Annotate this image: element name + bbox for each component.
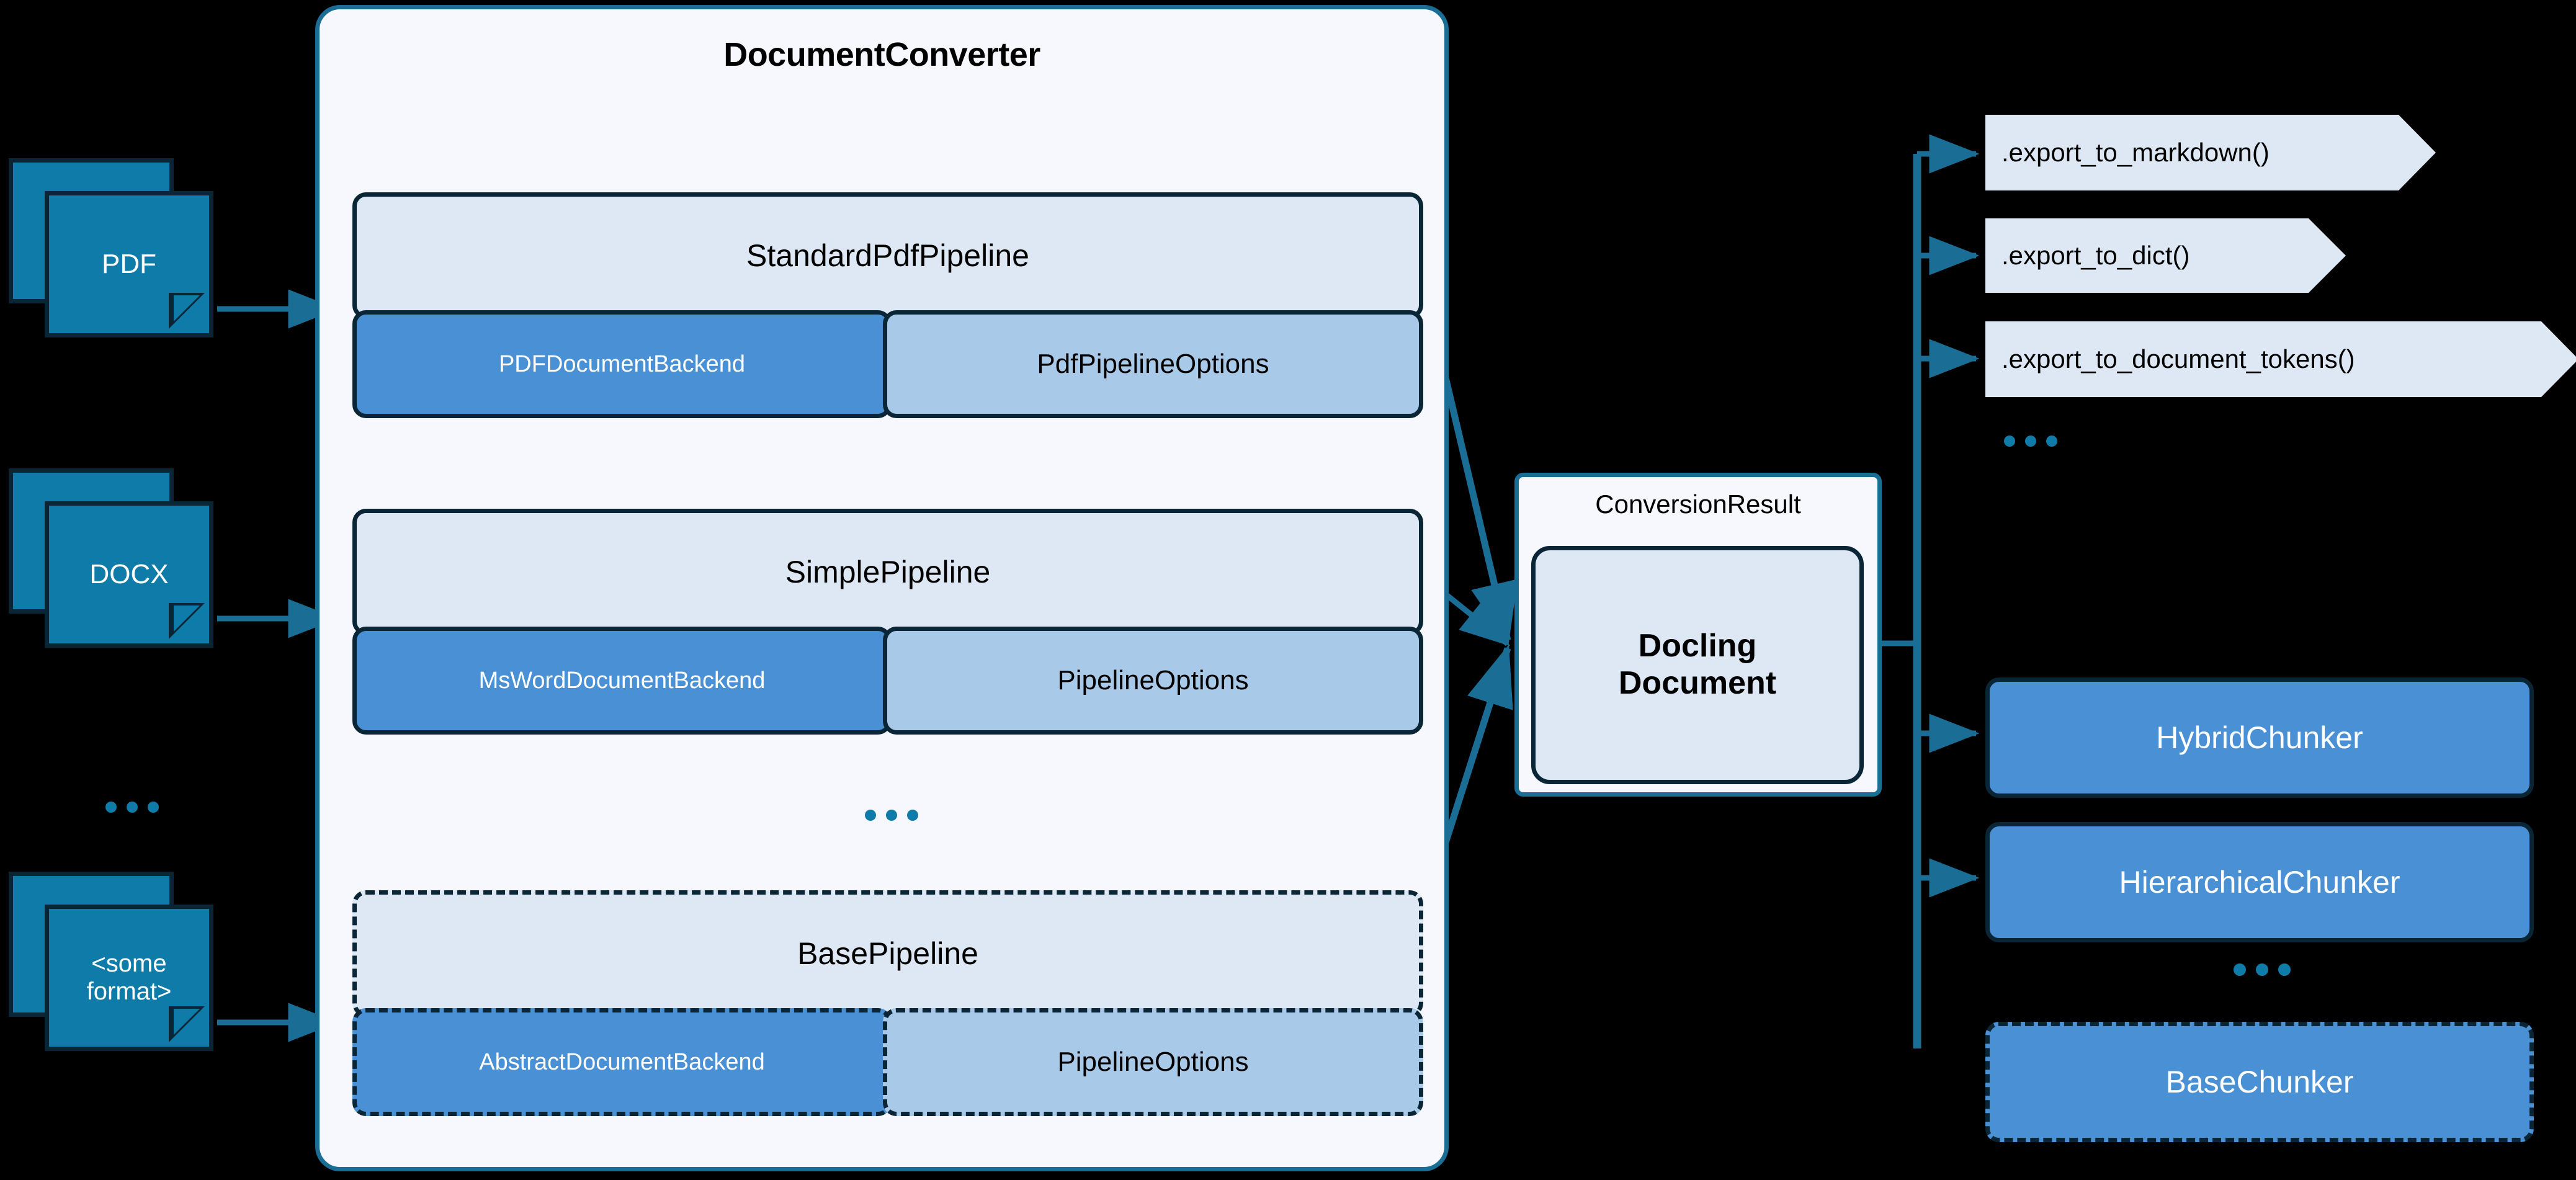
export-chevron-document-tokens[interactable]: .export_to_document_tokens(): [1985, 321, 2576, 397]
pipeline-header-basepipeline[interactable]: BasePipeline: [352, 890, 1423, 1017]
input-doc-docx[interactable]: DOCX: [9, 468, 226, 648]
chunker-hybridchunker[interactable]: HybridChunker: [1985, 677, 2534, 798]
options-pipelineoptions-abstract[interactable]: PipelineOptions: [883, 1008, 1423, 1116]
input-ellipsis: [105, 802, 159, 813]
chunker-ellipsis: [2234, 963, 2291, 976]
chunker-label: BaseChunker: [2165, 1065, 2354, 1099]
pipeline-name: SimplePipeline: [785, 555, 991, 589]
export-label: .export_to_dict(): [2001, 241, 2190, 270]
export-chevron-dict[interactable]: .export_to_dict(): [1985, 218, 2346, 293]
input-label: PDF: [102, 249, 156, 280]
pipeline-header-standardpdfpipeline[interactable]: StandardPdfPipeline: [352, 192, 1423, 319]
conversion-result-label: ConversionResult: [1595, 489, 1801, 519]
options-pdfpipelineoptions[interactable]: PdfPipelineOptions: [883, 310, 1423, 418]
chunker-label: HybridChunker: [2156, 720, 2363, 755]
backend-msworddocumentbackend[interactable]: MsWordDocumentBackend: [352, 627, 892, 735]
export-label: .export_to_document_tokens(): [2001, 344, 2355, 373]
export-label: .export_to_markdown(): [2001, 138, 2270, 167]
options-pipelineoptions[interactable]: PipelineOptions: [883, 627, 1423, 735]
page-fold-inner-icon: [174, 606, 200, 632]
export-chevron-markdown[interactable]: .export_to_markdown(): [1985, 115, 2436, 190]
chunker-hierarchicalchunker[interactable]: HierarchicalChunker: [1985, 822, 2534, 942]
input-label: DOCX: [89, 559, 169, 590]
backend-label: AbstractDocumentBackend: [479, 1048, 765, 1075]
chunker-basechunker[interactable]: BaseChunker: [1985, 1022, 2534, 1142]
docling-document-box[interactable]: Docling Document: [1531, 546, 1864, 784]
pipeline-name: BasePipeline: [797, 936, 978, 971]
input-label: <some format>: [86, 950, 172, 1005]
backend-pdfdocumentbackend[interactable]: PDFDocumentBackend: [352, 310, 892, 418]
pipeline-name: StandardPdfPipeline: [746, 238, 1029, 273]
page-fold-inner-icon: [174, 295, 200, 321]
input-doc-some-format[interactable]: <some format>: [9, 872, 226, 1051]
options-label: PipelineOptions: [1057, 1047, 1249, 1077]
converter-ellipsis: [865, 810, 918, 821]
backend-abstractdocumentbackend[interactable]: AbstractDocumentBackend: [352, 1008, 892, 1116]
backend-label: PDFDocumentBackend: [498, 351, 746, 377]
page-fold-inner-icon: [174, 1009, 200, 1035]
options-label: PdfPipelineOptions: [1037, 349, 1269, 379]
input-doc-pdf[interactable]: PDF: [9, 158, 226, 337]
export-ellipsis: [2004, 436, 2057, 447]
pipeline-header-simplepipeline[interactable]: SimplePipeline: [352, 509, 1423, 635]
page-title: DocumentConverter: [723, 36, 1040, 73]
backend-label: MsWordDocumentBackend: [478, 667, 766, 694]
docling-document-label: Docling Document: [1618, 628, 1777, 701]
chunker-label: HierarchicalChunker: [2119, 865, 2400, 900]
options-label: PipelineOptions: [1057, 665, 1249, 695]
